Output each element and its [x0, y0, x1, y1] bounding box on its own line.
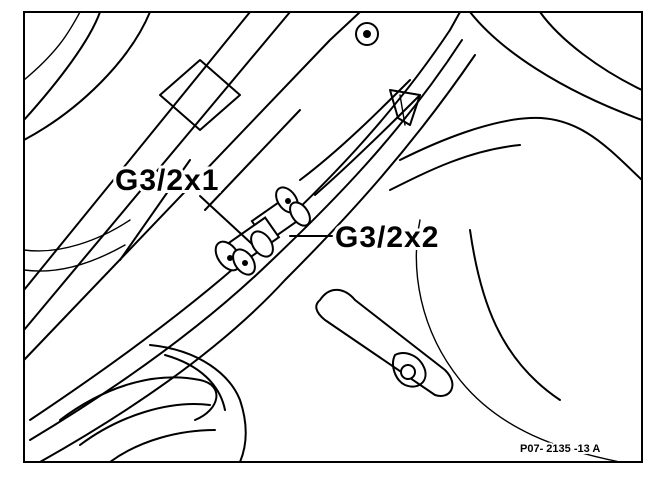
connector-assembly [214, 186, 311, 276]
leader-line-connector-1 [199, 195, 253, 245]
label-connector-2: G3/2x2 [335, 221, 439, 254]
figure-reference-code: P07- 2135 -13 A [520, 443, 600, 455]
figure-frame [23, 11, 643, 463]
drawing-linework [23, 11, 643, 463]
label-connector-1: G3/2x1 [115, 164, 219, 197]
